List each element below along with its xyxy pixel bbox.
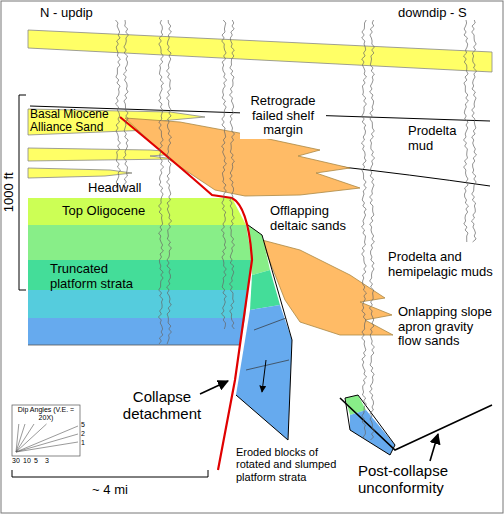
text-label: Prodelta and hemipelagic muds [388,250,500,279]
text-label: 3 [42,457,52,465]
well-log-trace [471,20,476,242]
text-label: Retrograde failed shelf margin [240,93,326,139]
well-log-trace [116,20,121,188]
well-log-trace [230,20,235,329]
top-sand-band [28,30,492,72]
text-label: downdip - S [398,6,467,21]
well-log-trace [167,20,172,344]
text-label: 5 [81,421,85,429]
well-log-trace [123,20,128,188]
text-label: 2 [81,430,85,438]
text-label: Headwall [88,181,141,196]
text-label: 5 [31,457,41,465]
well-log-trace [158,20,163,344]
text-label: Post-collapse unconformity [358,463,498,497]
platform-strata [28,198,252,345]
text-label: N - updip [40,6,93,21]
sand-tongue [28,168,132,178]
text-label: Onlapping slope apron gravity flow sands [398,305,494,349]
dip-angle-legend [12,405,80,456]
text-label: Prodelta mud [408,124,470,153]
text-label: Dip Angles (V.E. = 20X) [12,406,80,422]
well-log-trace [464,20,469,242]
well-logs [116,20,477,440]
text-label: 1 [81,439,85,447]
well-log-trace [369,20,374,440]
scale-bracket [19,95,26,290]
text-label: 10 [22,457,32,465]
text-label: 1000 ft [2,172,17,212]
text-label: 30 [11,457,21,465]
text-label: ~ 4 mi [92,483,128,498]
text-label: Truncated platform strata [50,262,150,291]
text-label: Eroded blocks of rotated and slumped pla… [236,446,344,483]
callout-arrow [430,434,438,461]
unconformity-line [340,398,492,450]
rotated-block [236,225,292,440]
text-label: Top Oligocene [62,204,145,219]
text-label: Offlapping deltaic sands [270,204,362,233]
rotated-block [345,395,395,455]
text-label: Collapse detachment [112,389,212,423]
well-log-trace [361,20,366,440]
well-log-trace [221,20,226,329]
text-label: Basal Miocene Alliance Sand [30,108,122,135]
scale-bar [12,470,208,477]
callout-arrow [200,381,228,394]
